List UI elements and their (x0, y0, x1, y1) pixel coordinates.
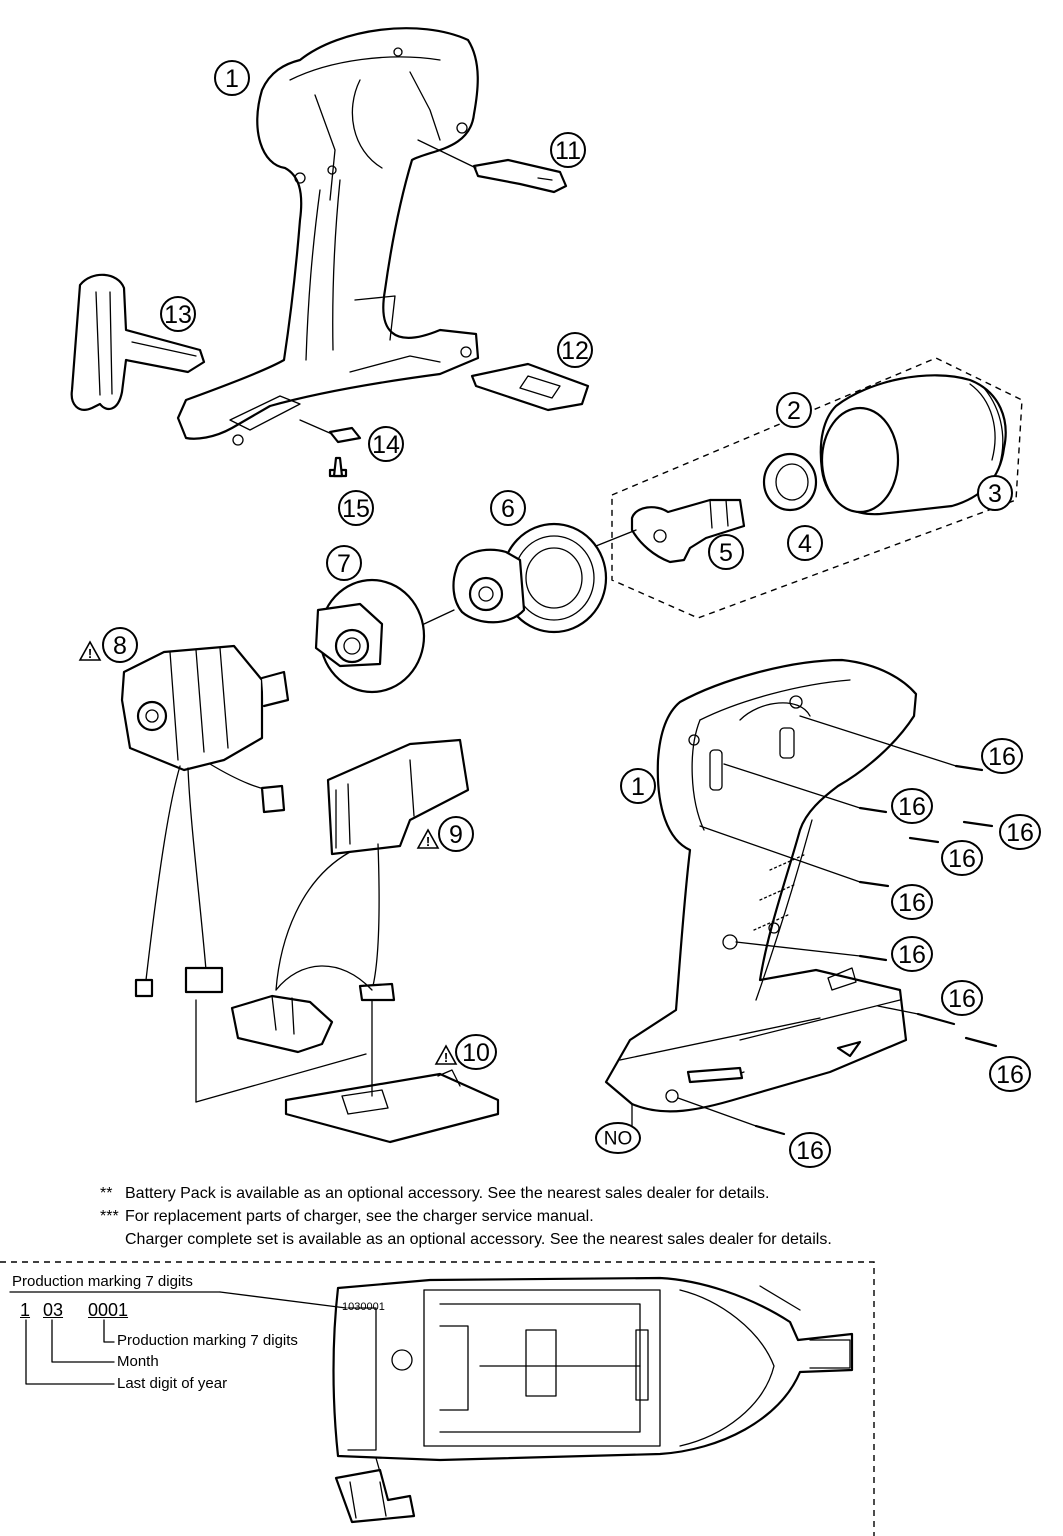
callout-11: 11 (550, 132, 586, 168)
screw-15-part (328, 456, 348, 478)
svg-text:15: 15 (342, 495, 370, 523)
year-label: Last digit of year (117, 1375, 228, 1392)
callout-1-top: 1 (214, 60, 250, 96)
svg-text:6: 6 (501, 495, 515, 523)
svg-text:1: 1 (631, 773, 645, 801)
svg-text:4: 4 (798, 530, 812, 558)
callout-8: 8 (102, 627, 138, 663)
callout-16-a: 16 (981, 738, 1023, 774)
callout-12: 12 (557, 332, 593, 368)
hook-13-part (70, 273, 206, 411)
svg-text:16: 16 (796, 1137, 824, 1165)
svg-text:!: ! (426, 834, 430, 849)
callout-6: 6 (490, 490, 526, 526)
callout-2: 2 (776, 392, 812, 428)
callout-16-f: 16 (891, 936, 933, 972)
svg-text:16: 16 (1006, 819, 1034, 847)
leader-line (595, 529, 637, 547)
warning-icon: ! (416, 828, 440, 849)
case-cover-part (819, 374, 1007, 516)
callout-16-c: 16 (999, 814, 1041, 850)
warning-icon: ! (78, 640, 102, 661)
svg-text:12: 12 (561, 337, 589, 365)
switch-part (275, 738, 470, 1002)
svg-text:13: 13 (164, 301, 192, 329)
callout-16-e: 16 (891, 884, 933, 920)
callout-7: 7 (326, 545, 362, 581)
svg-text:16: 16 (898, 889, 926, 917)
svg-text:16: 16 (948, 845, 976, 873)
callout-16-i: 16 (789, 1132, 831, 1168)
serial-bracket (103, 1319, 115, 1343)
svg-text:7: 7 (337, 550, 351, 578)
callout-16-d: 16 (941, 840, 983, 876)
controller-part (195, 999, 500, 1144)
production-stamp: 1030001 (342, 1301, 385, 1313)
clip-14-part (299, 419, 362, 444)
month-digits: 03 (43, 1300, 64, 1320)
callout-16-b: 16 (891, 788, 933, 824)
svg-text:2: 2 (787, 397, 801, 425)
serial-label: Production marking 7 digits (117, 1332, 298, 1349)
svg-text:!: ! (88, 646, 92, 661)
svg-text:!: ! (444, 1050, 448, 1065)
charger-note-marker: *** (100, 1208, 119, 1225)
svg-text:10: 10 (462, 1039, 490, 1067)
production-marking-title: Production marking 7 digits (12, 1273, 193, 1290)
leader-line (423, 609, 455, 625)
callout-14: 14 (368, 426, 404, 462)
month-bracket (51, 1319, 115, 1363)
svg-text:3: 3 (988, 480, 1002, 508)
callout-9: 9 (438, 816, 474, 852)
svg-text:NO: NO (604, 1129, 633, 1150)
warning-icon: ! (434, 1044, 458, 1065)
housing-assembled-part (604, 658, 918, 1131)
leader-line (219, 1291, 347, 1309)
svg-text:14: 14 (372, 431, 400, 459)
housing-half-part (176, 27, 480, 446)
svg-text:9: 9 (449, 821, 463, 849)
svg-text:16: 16 (948, 985, 976, 1013)
motor-part (120, 644, 290, 998)
svg-text:16: 16 (898, 941, 926, 969)
callout-13: 13 (160, 296, 196, 332)
cover-12-part (470, 362, 590, 412)
gear-plate-part (314, 578, 426, 694)
svg-text:11: 11 (555, 137, 581, 165)
charger-set-note: Charger complete set is available as an … (125, 1231, 832, 1248)
svg-text:8: 8 (113, 632, 127, 660)
svg-text:16: 16 (996, 1061, 1024, 1089)
battery-note: Battery Pack is available as an optional… (125, 1185, 770, 1202)
svg-text:1: 1 (225, 65, 239, 93)
screws-16-parts (677, 715, 998, 1136)
washer-part (762, 452, 818, 512)
callout-1-side: 1 (620, 768, 656, 804)
year-digit: 1 (20, 1300, 31, 1320)
connector-block-part (230, 965, 373, 1054)
callout-3: 3 (977, 475, 1013, 511)
callout-16-h: 16 (989, 1056, 1031, 1092)
month-label: Month (117, 1353, 159, 1370)
svg-text:16: 16 (988, 743, 1016, 771)
callout-no: NO (595, 1122, 641, 1154)
callout-5: 5 (708, 534, 744, 570)
serial-digits: 0001 (88, 1300, 129, 1320)
year-bracket (25, 1319, 115, 1385)
callout-15: 15 (338, 490, 374, 526)
production-frame (0, 1261, 875, 1536)
hammer-unit-part (452, 522, 608, 634)
battery-note-marker: ** (100, 1185, 113, 1202)
anvil-part (630, 498, 746, 564)
svg-text:16: 16 (898, 793, 926, 821)
callout-16-g: 16 (941, 980, 983, 1016)
bottom-view-drawing (332, 1276, 854, 1524)
gear-case-group-outline (611, 357, 1023, 619)
callout-10: 10 (455, 1034, 497, 1070)
plate-11-part (417, 139, 568, 194)
callout-4: 4 (787, 525, 823, 561)
svg-text:5: 5 (719, 539, 733, 567)
charger-note: For replacement parts of charger, see th… (125, 1208, 594, 1225)
